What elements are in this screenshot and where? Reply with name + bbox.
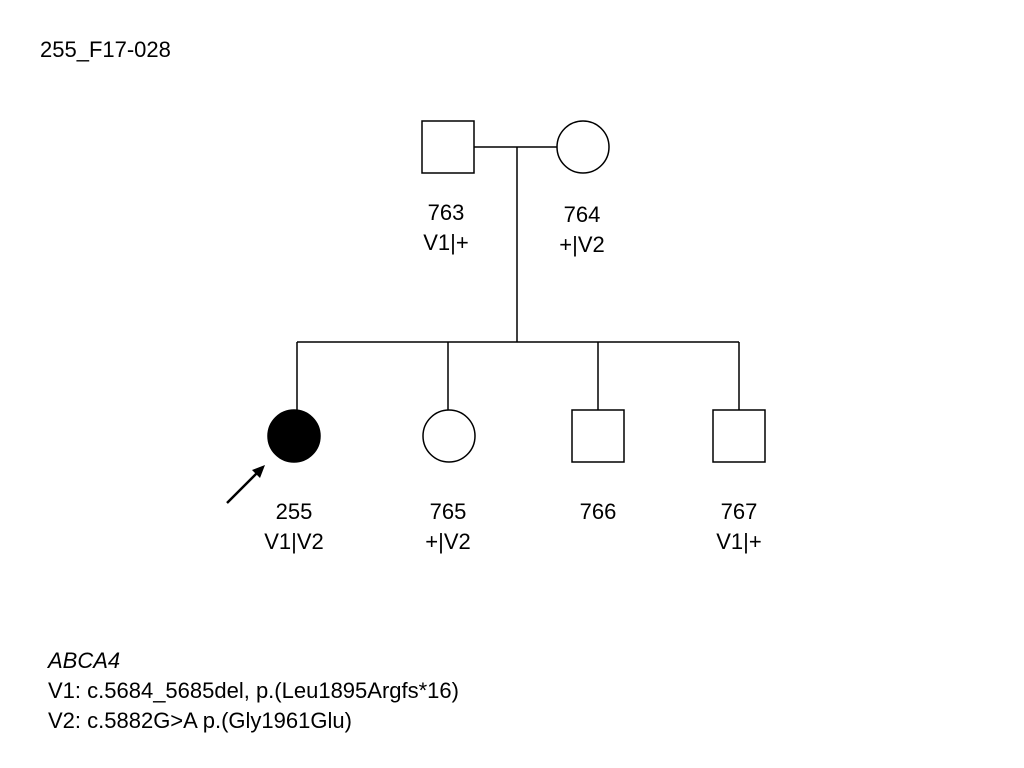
individual-id: 765 (429, 499, 467, 524)
individual-255-affected-female-symbol (267, 409, 321, 463)
individual-genotype: V1|+ (423, 230, 469, 255)
gene-name: ABCA4 (48, 648, 121, 673)
label-765: 765 +|V2 (388, 497, 508, 557)
variant-v1: V1: c.5684_5685del, p.(Leu1895Argfs*16) (48, 678, 459, 703)
individual-764-female-symbol (556, 120, 610, 174)
individual-id: 767 (720, 499, 758, 524)
individual-genotype: V1|V2 (264, 529, 324, 554)
pedigree-title: 255_F17-028 (40, 37, 171, 62)
label-767: 767 V1|+ (679, 497, 799, 557)
individual-id: 255 (275, 499, 313, 524)
individual-genotype: +|V2 (559, 232, 605, 257)
individual-767-male-symbol (712, 409, 766, 463)
label-763: 763 V1|+ (386, 198, 506, 258)
individual-genotype: V1|+ (716, 529, 762, 554)
variant-v2: V2: c.5882G>A p.(Gly1961Glu) (48, 708, 352, 733)
individual-id: 764 (563, 202, 601, 227)
individual-766-male-symbol (571, 409, 625, 463)
variant-legend: ABCA4 V1: c.5684_5685del, p.(Leu1895Argf… (48, 646, 459, 736)
proband-arrow-icon (226, 465, 265, 504)
label-764: 764 +|V2 (522, 200, 642, 260)
individual-genotype: +|V2 (425, 529, 471, 554)
individual-763-male-symbol (421, 120, 475, 174)
individual-765-female-symbol (422, 409, 476, 463)
individual-id: 763 (427, 200, 465, 225)
individual-id: 766 (579, 499, 617, 524)
label-255: 255 V1|V2 (234, 497, 354, 557)
label-766: 766 (538, 497, 658, 527)
